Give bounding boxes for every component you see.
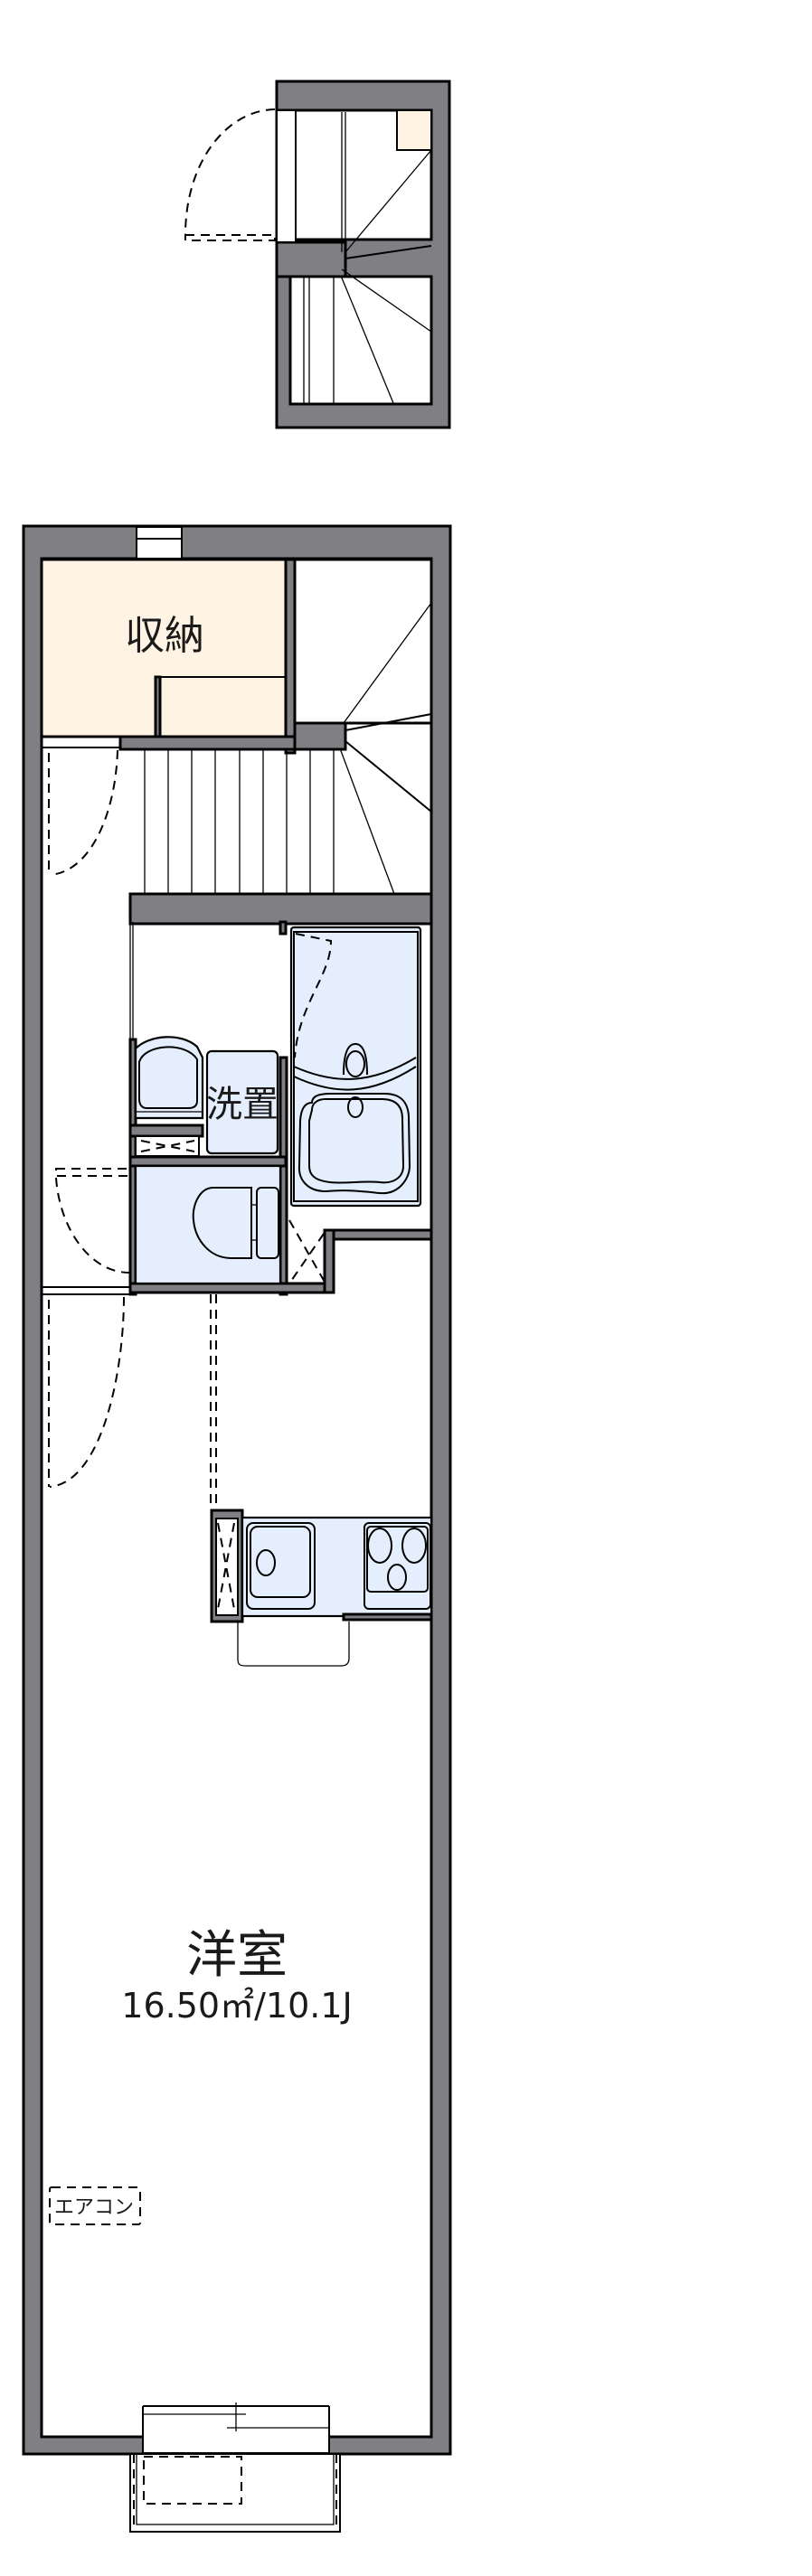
stair-treads bbox=[144, 602, 432, 895]
stove bbox=[364, 1522, 431, 1610]
washroom-label: 洗置 bbox=[206, 1084, 279, 1125]
balcony bbox=[129, 2453, 341, 2533]
kitchen-mat bbox=[237, 1622, 350, 1667]
kitchen-sink bbox=[246, 1522, 316, 1610]
under-sink-storage bbox=[135, 1135, 200, 1157]
storage-door-swing bbox=[49, 749, 118, 876]
toilet-room bbox=[134, 1164, 282, 1285]
bathtub bbox=[297, 1093, 411, 1195]
unit-bath bbox=[289, 926, 422, 1208]
toilet-door-swing bbox=[55, 1177, 130, 1274]
entrance-area bbox=[42, 1286, 217, 1509]
main-staircase bbox=[128, 558, 433, 926]
storage-label: 収納 bbox=[125, 613, 204, 659]
main-unit-walls bbox=[22, 524, 452, 2456]
washing-machine-space bbox=[205, 1049, 279, 1155]
western-room-label: 洋室 bbox=[186, 1926, 288, 1985]
aircon-label: エアコン bbox=[54, 2196, 134, 2219]
toilet-bowl bbox=[192, 1187, 252, 1259]
aircon: エアコン bbox=[49, 2186, 141, 2225]
loft-storage-square bbox=[396, 109, 432, 151]
kitchen bbox=[210, 1509, 433, 1667]
western-room-area: 16.50㎡/10.1J bbox=[121, 1986, 352, 2026]
bath-door-swing bbox=[294, 933, 333, 1058]
loft-stair-block bbox=[184, 80, 451, 429]
storage-room: 収納 bbox=[40, 558, 346, 755]
vanity-sink bbox=[134, 1036, 204, 1120]
loft-door-swing bbox=[184, 108, 276, 236]
wet-area: 洗置 bbox=[55, 920, 433, 1296]
top-window bbox=[136, 526, 183, 559]
entrance-door-swing bbox=[49, 1296, 125, 1488]
